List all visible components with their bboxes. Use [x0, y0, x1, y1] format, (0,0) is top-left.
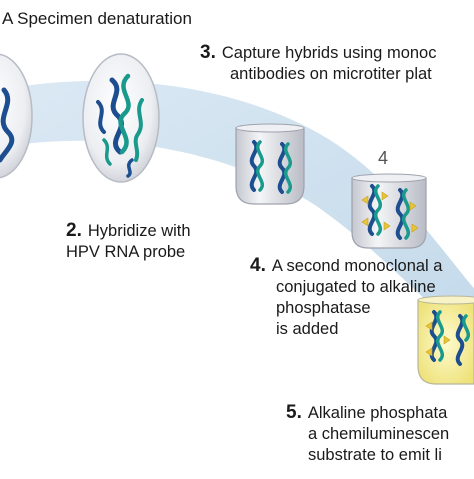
glowing-well-step5: [417, 295, 474, 385]
step5-label: 5.Alkaline phosphata a chemiluminescen s…: [286, 402, 450, 464]
step3-label: 3.Capture hybrids using monoc antibodies…: [200, 42, 437, 83]
step3-number: 3.: [200, 42, 216, 63]
microtiter-well-step4: [351, 173, 427, 249]
microtiter-well-step3: [235, 123, 305, 205]
well-number-label: 4: [378, 148, 389, 168]
dna-strand-step1: [0, 87, 15, 163]
step4-label: 4.A second monoclonal a conjugated to al…: [250, 255, 443, 338]
step1-label: A Specimen denaturation: [2, 9, 192, 28]
step5-number: 5.: [286, 402, 302, 423]
step4-number: 4.: [250, 255, 266, 276]
step2-label: 2.Hybridize with HPV RNA probe: [66, 220, 191, 261]
dna-strands-step2: [96, 73, 144, 178]
step2-number: 2.: [66, 220, 82, 241]
